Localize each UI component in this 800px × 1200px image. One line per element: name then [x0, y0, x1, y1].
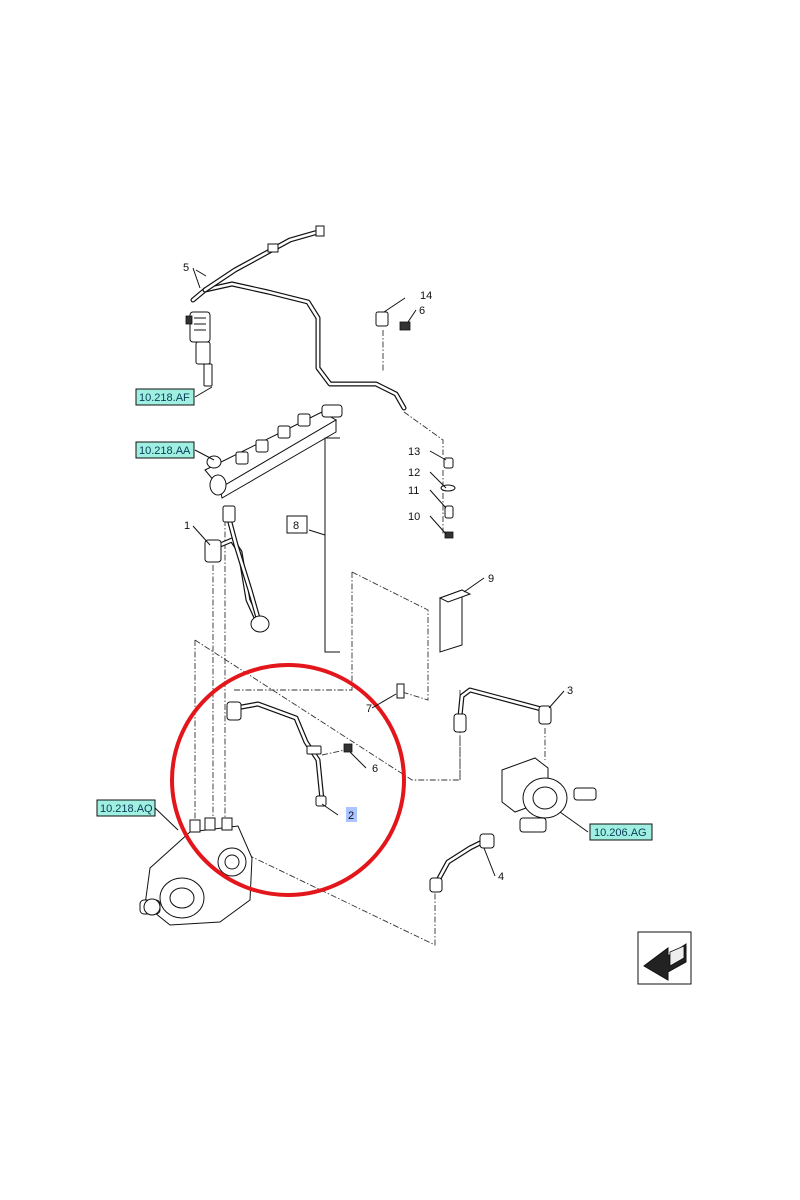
bracket-8: [324, 437, 340, 653]
ref-filter-box[interactable]: 10.206.AG: [589, 823, 653, 841]
callout-14[interactable]: 14: [420, 290, 432, 302]
high-pressure-pump: [139, 817, 253, 926]
callout-6-bottom[interactable]: 6: [372, 763, 378, 775]
callout-13[interactable]: 13: [408, 446, 420, 458]
injector: [185, 311, 213, 387]
ref-pump-box[interactable]: 10.218.AQ: [96, 799, 156, 817]
fuel-rail: [204, 404, 343, 499]
callout-6-top[interactable]: 6: [419, 305, 425, 317]
pipe-1-end-fitting: [250, 615, 270, 633]
callout-5[interactable]: 5: [183, 262, 189, 274]
callout-7[interactable]: 7: [366, 703, 372, 715]
fitting-stack: [440, 457, 456, 539]
callout-2: 2: [348, 810, 354, 822]
callout-11[interactable]: 11: [408, 485, 419, 497]
callout-8: 8: [293, 520, 299, 532]
callout-10[interactable]: 10: [408, 511, 420, 523]
callout-9[interactable]: 9: [488, 573, 494, 585]
filter-head: [501, 757, 597, 833]
pipe-3: [453, 687, 552, 733]
nav-box[interactable]: [637, 931, 692, 985]
ref-injector-label: 10.218.AF: [139, 392, 190, 404]
assembly-lines: [194, 330, 546, 946]
ref-filter-label: 10.206.AG: [594, 827, 647, 839]
pipe-1: [204, 505, 270, 633]
block-9: [438, 589, 472, 653]
pipe-2: [226, 701, 353, 807]
pipe-1-top-nut: [222, 505, 236, 523]
callout-3[interactable]: 3: [567, 685, 573, 697]
ref-rail-label: 10.218.AA: [139, 445, 191, 457]
rail-outlets: [235, 413, 311, 465]
arrow-down-left-icon: [643, 943, 687, 981]
ref-rail-box[interactable]: 10.218.AA: [135, 441, 195, 459]
callout-2-highlight[interactable]: 2: [346, 807, 357, 822]
pipe-1-nut: [204, 539, 222, 563]
callouts: 5 1 14 6 13 12 11 10 9 7 6 3 4: [183, 262, 573, 883]
callout-12[interactable]: 12: [408, 467, 420, 479]
leader-lines: [154, 267, 589, 877]
leak-off-line: [190, 225, 407, 411]
top-bolt-assembly: [375, 311, 411, 331]
ref-pump-label: 10.218.AQ: [100, 803, 153, 815]
bolt-7: [396, 683, 405, 699]
highlight-circle: [170, 663, 406, 897]
leak-off-tee: [267, 243, 279, 253]
callout-4[interactable]: 4: [498, 871, 504, 883]
callout-1[interactable]: 1: [184, 520, 190, 532]
pipe-4: [429, 833, 495, 893]
leak-off-cap: [315, 225, 325, 237]
ref-injector-box[interactable]: 10.218.AF: [135, 388, 195, 406]
callout-8-box[interactable]: 8: [286, 515, 308, 534]
